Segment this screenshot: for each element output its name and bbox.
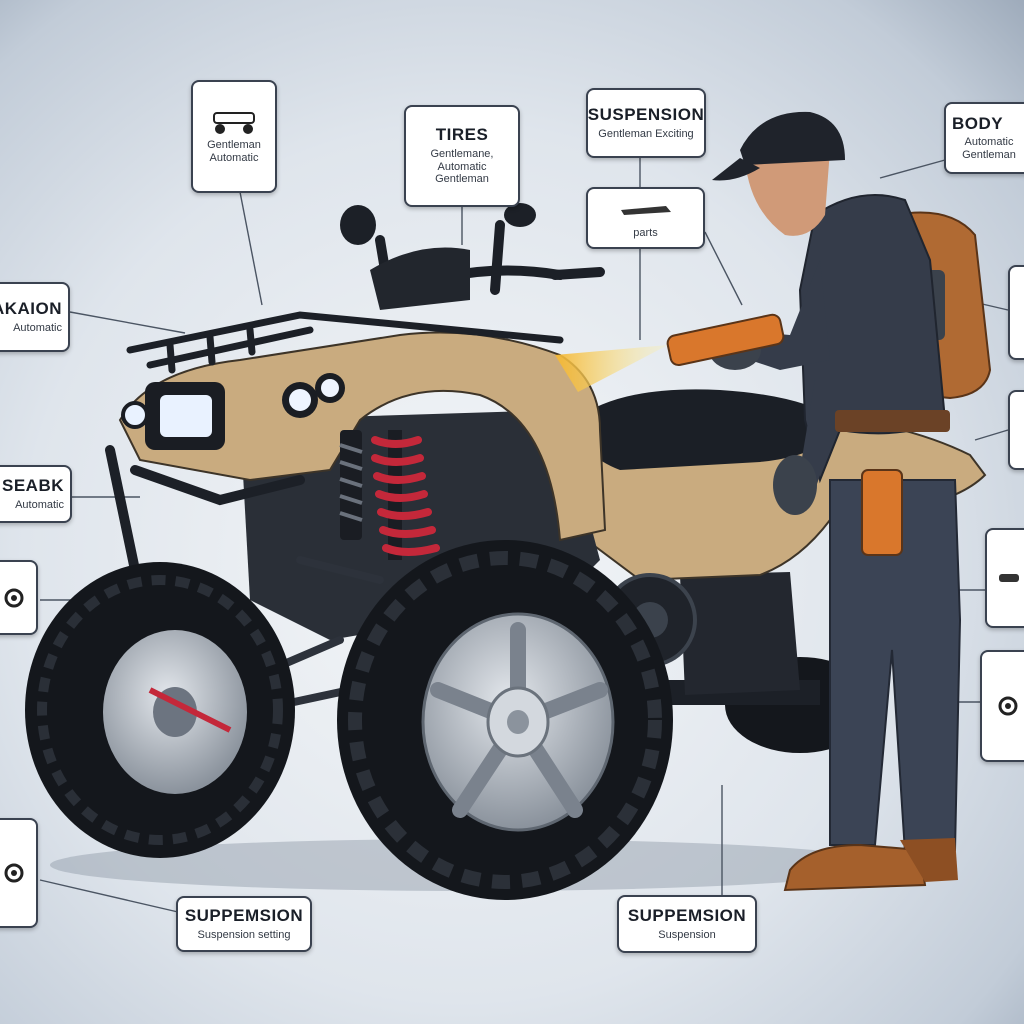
callout-body: BODY Automatic Gentleman	[944, 102, 1024, 174]
callout-suspension-bottom-left: SUPPEMSION Suspension setting	[176, 896, 312, 952]
callout-subtitle: parts	[633, 227, 658, 240]
callout-subtitle: Gentleman Exciting	[598, 127, 694, 140]
callout-subtitle: Suspension setting	[197, 928, 291, 941]
callout-title: SUSPENSION	[587, 104, 705, 124]
gear-icon	[4, 863, 24, 883]
callout-title: AKAION	[0, 298, 62, 318]
bolt-icon	[999, 574, 1019, 582]
dashboard	[370, 247, 470, 310]
front-rack	[126, 311, 564, 374]
wrench-icon	[620, 206, 671, 216]
callout-suspension-bottom-mid: SUPPEMSION Suspension	[617, 895, 757, 953]
callout-subtitle: Gentlemane, Automatic Gentleman	[430, 147, 494, 186]
callout-right-2	[1008, 390, 1024, 470]
face	[745, 150, 830, 236]
callout-wrench: parts	[586, 187, 705, 249]
callout-title: SUPPEMSION	[184, 905, 304, 925]
callout-subtitle: Automatic	[13, 321, 62, 334]
atv	[25, 203, 987, 900]
front-shock-spring	[371, 430, 440, 560]
callout-title: SUPPEMSION	[627, 905, 747, 925]
spray-beam	[555, 345, 668, 392]
mirror-left	[340, 205, 376, 245]
callout-subtitle: Gentleman Automatic	[207, 139, 261, 164]
rear-mudguard	[680, 572, 800, 695]
belt-radio	[861, 469, 903, 556]
callout-top-left: Gentleman Automatic	[191, 80, 277, 193]
callout-left-2: SEABK Automatic	[0, 465, 72, 523]
callout-title: BODY	[952, 113, 1004, 133]
callout-left-4	[0, 818, 38, 928]
mechanic	[555, 111, 992, 892]
front-fender	[118, 331, 607, 542]
callout-subtitle: Automatic Gentleman	[962, 136, 1016, 161]
callout-title: SEABK	[1, 475, 64, 495]
arm-lower	[785, 380, 835, 505]
rear-shock	[339, 430, 363, 540]
seat	[575, 389, 840, 470]
callout-tires: TIRES Gentlemane, Automatic Gentleman	[404, 105, 520, 207]
atv-icon	[213, 112, 255, 135]
callout-subtitle: Automatic	[15, 498, 64, 511]
boot-right	[900, 838, 958, 882]
callout-right-4	[980, 650, 1024, 762]
callout-right-3	[985, 528, 1024, 628]
front-left-wheel	[25, 562, 295, 858]
mirror-right	[504, 203, 536, 227]
cap	[740, 111, 845, 165]
callout-title: TIRES	[435, 125, 489, 145]
callout-subtitle: Suspension	[658, 928, 716, 941]
front-right-wheel	[337, 540, 673, 900]
callout-left-3	[0, 560, 38, 635]
callout-suspension-top: SUSPENSION Gentleman Exciting	[586, 88, 706, 158]
callout-left-1: AKAION Automatic	[0, 282, 70, 352]
gear-icon	[998, 696, 1017, 716]
gear-icon	[4, 588, 24, 607]
tool-belt	[835, 410, 950, 432]
callout-right-1	[1008, 265, 1024, 360]
glove-left	[773, 455, 817, 515]
spray-can	[666, 313, 785, 367]
